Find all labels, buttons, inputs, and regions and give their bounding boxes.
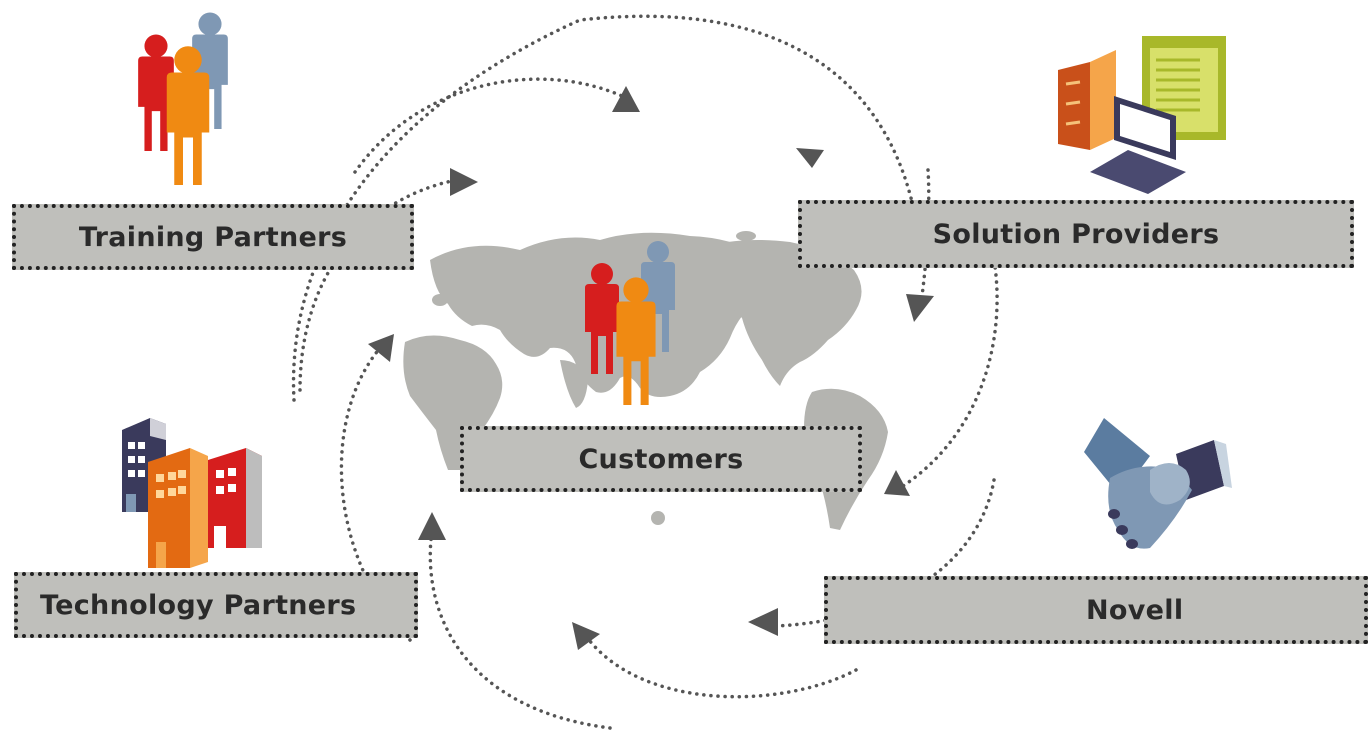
arrowhead	[418, 512, 446, 540]
node-label: Novell	[1086, 594, 1184, 626]
node-solution-providers: Solution Providers	[798, 200, 1354, 268]
node-label: Training Partners	[78, 221, 348, 253]
arrowhead	[368, 334, 394, 362]
connector-bottom-inner	[584, 634, 858, 699]
arrowhead	[612, 86, 640, 112]
node-novell: Novell	[824, 576, 1368, 644]
node-label: Solution Providers	[932, 218, 1220, 250]
arrowhead	[572, 622, 600, 650]
node-customers: Customers	[460, 426, 862, 492]
arrowheads	[368, 86, 934, 650]
arrowhead	[884, 470, 910, 496]
connector-solution-customers	[898, 238, 999, 490]
connector-inner-top	[353, 77, 624, 174]
arrowhead	[748, 608, 778, 636]
node-training-partners: Training Partners	[12, 204, 414, 270]
computer-devices-icon	[1058, 36, 1226, 194]
people-group-icon	[138, 12, 228, 185]
node-label: Customers	[578, 443, 744, 475]
arrowhead	[796, 148, 824, 168]
arrowhead	[906, 294, 934, 322]
arrowhead	[450, 168, 478, 196]
node-technology-partners: Technology Partners	[14, 572, 418, 638]
handshake-icon	[1084, 418, 1232, 549]
office-buildings-icon	[122, 418, 262, 568]
node-label: Technology Partners	[40, 589, 357, 621]
